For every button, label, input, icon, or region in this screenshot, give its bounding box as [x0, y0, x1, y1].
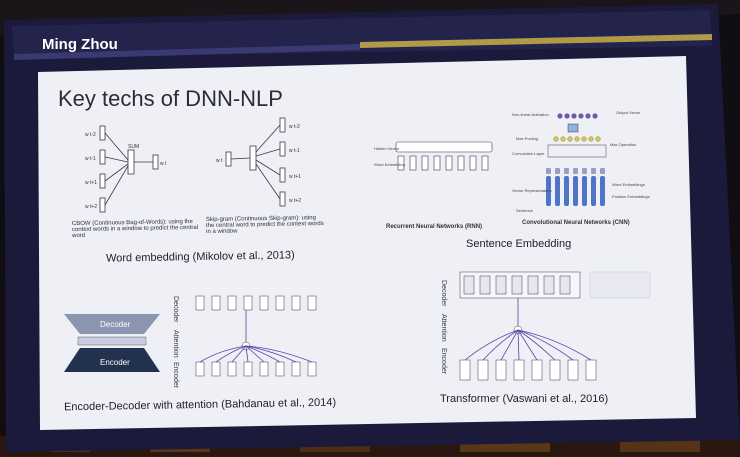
rnn-diagram [395, 141, 493, 171]
attention-diagram [195, 295, 317, 377]
rnn-word-label: Word Embedding [374, 162, 405, 167]
skipgram-diagram [225, 117, 286, 207]
speaker-name: Ming Zhou [42, 36, 118, 53]
encoder-decoder-diagram [64, 314, 160, 372]
cnn-label-max-op: Max Operation [610, 142, 636, 147]
skipgram-description: Skip-gram (Continuous Skip-gram): using … [205, 215, 324, 236]
sentence-embedding-caption: Sentence Embedding [466, 238, 572, 250]
cbow-input-4: w t+2 [85, 204, 97, 210]
cnn-caption: Convolutional Neural Networks (CNN) [522, 220, 630, 226]
cbow-sum-label: SUM [128, 144, 139, 150]
rnn-caption: Recurrent Neural Networks (RNN) [386, 224, 483, 230]
cbow-input-2: w t-1 [85, 156, 96, 162]
slide-title: Key techs of DNN-NLP [58, 86, 283, 111]
decoder-label: Decoder [100, 320, 131, 329]
ed-side-encoder: Encoder [172, 362, 179, 389]
skipgram-output-4: w t+2 [289, 198, 301, 204]
cnn-diagram [546, 113, 607, 206]
transformer-attention-lines [464, 298, 592, 361]
cbow-output-label: w t [160, 161, 167, 167]
header-accent-stripe-left [14, 44, 360, 60]
cnn-label-pos-emb: Position Embeddings [612, 194, 650, 199]
attention-lines [199, 310, 313, 363]
tf-side-encoder: Encoder [440, 348, 447, 375]
cnn-label-pooling: Max Pooling [516, 136, 538, 141]
slide-header-bar [12, 10, 712, 58]
cnn-label-output: Output Vector [616, 110, 641, 115]
cnn-label-vector: Vector Representation [512, 188, 552, 193]
cnn-label-conv: Convolution Layer [512, 151, 545, 156]
tf-side-attention: Attention [440, 314, 447, 342]
cnn-label-word-emb: Word Embeddings [612, 182, 645, 187]
cbow-input-3: w t+1 [85, 180, 97, 186]
cbow-diagram [99, 125, 159, 213]
skipgram-output-1: w t-2 [289, 124, 300, 130]
skipgram-output-2: w t-1 [289, 148, 300, 154]
header-accent-stripe [360, 34, 712, 48]
cnn-label-activation: Non-linear Activation [512, 112, 549, 117]
cbow-description: CBOW (Continuous Bag-of-Words): using th… [71, 219, 199, 240]
skipgram-input-label: w t [216, 158, 223, 164]
tf-side-decoder: Decoder [440, 280, 447, 307]
ed-side-decoder: Decoder [172, 296, 179, 323]
transformer-diagram [459, 271, 651, 381]
rnn-hidden-label: Hidden Vector [374, 146, 400, 151]
skipgram-output-3: w t+1 [289, 174, 301, 180]
transformer-caption: Transformer (Vaswani et al., 2016) [440, 393, 609, 405]
slide-canvas [38, 56, 696, 430]
cnn-label-sentence: Sentence [516, 208, 534, 213]
encoder-label: Encoder [100, 358, 130, 367]
ed-side-attention: Attention [172, 330, 179, 358]
cbow-input-1: w t-2 [85, 132, 96, 138]
